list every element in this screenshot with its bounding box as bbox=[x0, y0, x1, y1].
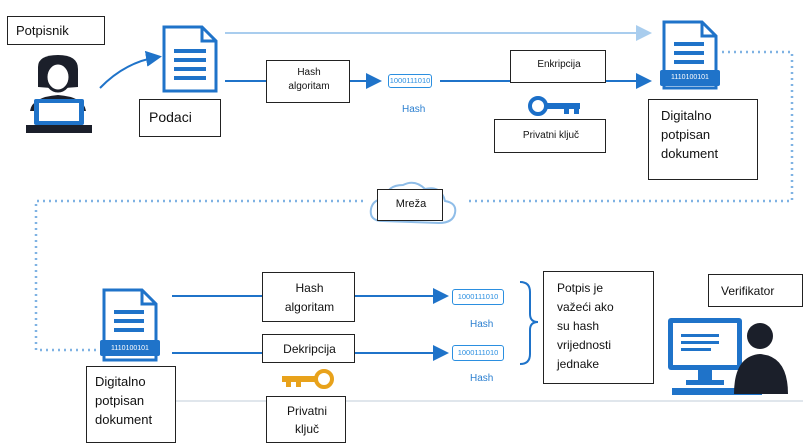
private-key-top-label: Privatni ključ bbox=[522, 130, 580, 141]
hash-2-chip: 1000111010 bbox=[452, 345, 504, 361]
private-key-gold-icon bbox=[282, 369, 334, 389]
bottom-hash-algorithm-box: Hash algoritam bbox=[262, 272, 355, 322]
top-hash-algorithm-box: Hash algoritam bbox=[266, 60, 350, 103]
top-hash-chip: 1000111010 bbox=[388, 74, 432, 88]
result-box: Potpis je važeći ako su hash vrijednosti… bbox=[543, 271, 654, 384]
compare-brace bbox=[519, 281, 539, 365]
verifier-computer-icon bbox=[668, 318, 788, 395]
private-key-bottom-label: Privatni ključ bbox=[286, 404, 327, 436]
dotted-network-left bbox=[34, 199, 363, 352]
verifier-label-box: Verifikator bbox=[708, 274, 803, 307]
encryption-label: Enkripcija bbox=[537, 59, 581, 70]
decryption-box: Dekripcija bbox=[262, 334, 355, 363]
encryption-box: Enkripcija bbox=[510, 50, 606, 83]
dotted-network-right bbox=[468, 50, 794, 203]
private-key-icon bbox=[528, 96, 580, 116]
signer-label-box: Potpisnik bbox=[7, 16, 105, 45]
decryption-label: Dekripcija bbox=[283, 342, 336, 356]
signer-person-icon bbox=[26, 55, 92, 133]
hash-2-label: Hash bbox=[470, 373, 494, 384]
arrow-signer-to-data bbox=[99, 50, 162, 89]
signed-doc-top-label: Digitalno potpisan dokument bbox=[661, 108, 719, 161]
private-key-top-box: Privatni ključ bbox=[494, 119, 606, 153]
signed-doc-top-box: Digitalno potpisan dokument bbox=[648, 99, 758, 180]
network-box: Mreža bbox=[377, 189, 443, 221]
network-label: Mreža bbox=[395, 198, 427, 210]
signed-document-icon bbox=[660, 20, 720, 90]
private-key-bottom-box: Privatni ključ bbox=[266, 396, 346, 443]
hash-1-label: Hash bbox=[470, 319, 494, 330]
signed-doc-bottom-label: Digitalno potpisan dokument bbox=[95, 374, 153, 427]
result-label: Potpis je važeći ako su hash vrijednosti… bbox=[557, 281, 614, 371]
top-hash-label: Hash bbox=[402, 104, 426, 115]
signed-document-bottom-icon bbox=[100, 288, 160, 362]
signed-doc-bottom-chip: 1110100101 bbox=[111, 345, 149, 352]
hash-1-chip: 1000111010 bbox=[452, 289, 504, 305]
top-hash-algorithm-label: Hash algoritam bbox=[288, 67, 330, 92]
signed-doc-bottom-box: Digitalno potpisan dokument bbox=[86, 366, 176, 443]
data-label: Podaci bbox=[149, 109, 192, 125]
document-icon bbox=[162, 25, 218, 93]
data-label-box: Podaci bbox=[139, 99, 221, 137]
verifier-label: Verifikator bbox=[721, 284, 775, 298]
signed-doc-top-chip: 1110100101 bbox=[671, 74, 709, 81]
bottom-hash-algorithm-label: Hash algoritam bbox=[284, 281, 335, 314]
signer-label: Potpisnik bbox=[16, 23, 69, 38]
